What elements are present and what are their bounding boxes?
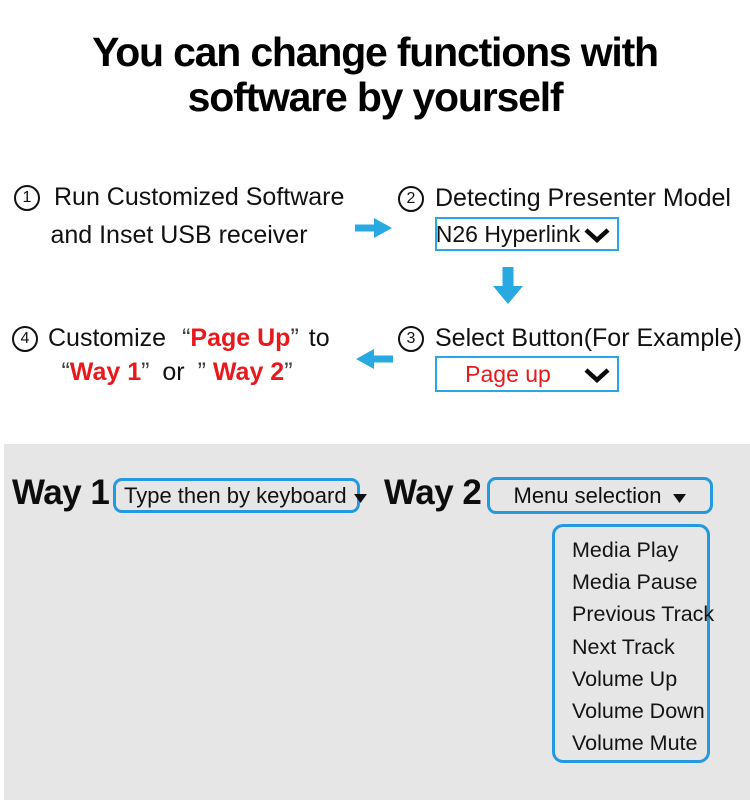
step1-text-line2: and Inset USB receiver (50, 221, 308, 249)
menu-item-next-track[interactable]: Next Track (572, 634, 675, 659)
step4-block: 4 Customize “Page Up” to “Way 1” or ” Wa… (12, 324, 352, 387)
step1-block: 1 Run Customized Software and Inset USB … (14, 183, 350, 250)
step2-number-icon: 2 (398, 185, 424, 212)
presenter-model-value: N26 Hyperlink (435, 220, 581, 247)
page-title-line1: You can change functions with (92, 29, 659, 75)
menu-item-volume-down[interactable]: Volume Down (572, 699, 705, 724)
step3-heading-text: Select Button(For Example) (435, 324, 743, 352)
way2-dropdown-value: Menu selection (513, 482, 662, 508)
menu-item-volume-mute[interactable]: Volume Mute (572, 731, 698, 756)
step2-heading: 2 Detecting Presenter Model (398, 184, 731, 213)
arrow-left-icon (356, 349, 393, 369)
step1-text-line1: Run Customized Software (54, 183, 345, 211)
way1-dropdown-value: Type then by keyboard (124, 482, 347, 508)
step4-quoted-pageup: “Page Up” (182, 324, 299, 352)
triangle-down-icon (673, 483, 687, 509)
page-title-line2: software by yourself (187, 74, 564, 121)
triangle-down-icon (353, 483, 367, 509)
step4-line2: “Way 1” or ” Way 2” (61, 358, 293, 386)
page-title: You can change functions with software b… (0, 29, 750, 121)
way2-label: Way 2 (384, 473, 482, 512)
step4-word-or: or (162, 358, 185, 386)
chevron-down-icon (584, 368, 610, 388)
way2-dropdown[interactable]: Menu selection (487, 477, 713, 514)
menu-item-media-play[interactable]: Media Play (572, 538, 679, 562)
step1-number-icon: 1 (14, 184, 40, 211)
menu-item-previous-track[interactable]: Previous Track (572, 602, 715, 627)
arrow-down-icon (493, 267, 523, 304)
step4-line1: 4 Customize “Page Up” to (12, 324, 352, 353)
arrow-right-icon (355, 218, 392, 238)
step1-line1: 1 Run Customized Software (14, 183, 350, 212)
button-select-dropdown[interactable]: Page up (435, 356, 619, 392)
step2-heading-text: Detecting Presenter Model (435, 184, 731, 212)
step3-number-icon: 3 (398, 325, 424, 352)
menu-item-volume-up[interactable]: Volume Up (572, 666, 678, 691)
button-select-value: Page up (465, 360, 551, 387)
step3-heading: 3 Select Button(For Example) (398, 324, 742, 353)
way1-label: Way 1 (12, 473, 110, 512)
way2-menu: Media Play Media Pause Previous Track Ne… (552, 524, 715, 763)
step4-number-icon: 4 (12, 325, 38, 352)
step4-word-customize: Customize (48, 324, 167, 352)
way1-dropdown[interactable]: Type then by keyboard (113, 478, 367, 513)
menu-item-media-pause[interactable]: Media Pause (572, 570, 698, 595)
step4-word-to: to (308, 324, 330, 352)
ways-panel (4, 444, 750, 800)
presenter-model-dropdown[interactable]: N26 Hyperlink (435, 217, 619, 251)
chevron-down-icon (584, 228, 610, 248)
